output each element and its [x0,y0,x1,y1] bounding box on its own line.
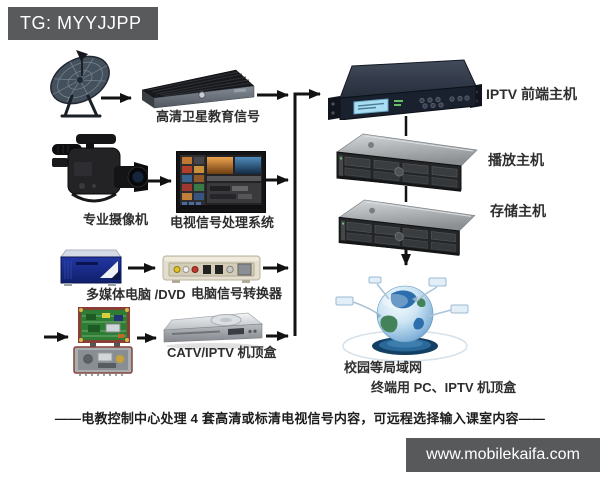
header-badge-text: TG: MYYJJPP [20,13,142,33]
watermark-bar: www.mobilekaifa.com [406,438,600,472]
bottom-caption: ——电教控制中心处理 4 套高清或标清电视信号内容，可远程选择输入课室内容—— [54,411,546,426]
label-catv-iptv-stb: CATV/IPTV 机顶盒 [167,345,277,360]
label-terminal-devices: 终端用 PC、IPTV 机顶盒 [371,380,517,395]
editing-monitor-icon [176,151,266,213]
label-hd-satellite-signal: 高清卫星教育信号 [156,109,261,124]
label-pro-camera: 专业摄像机 [83,212,149,227]
iptv-headend-server-icon [328,59,482,120]
label-pc-signal-converter: 电脑信号转换器 [191,286,283,301]
watermark-url: www.mobilekaifa.com [426,446,580,463]
storage-server-icon [338,199,476,256]
optical-receiver-icon [73,307,133,376]
set-top-box-icon [163,312,263,349]
label-storage-host: 存储主机 [490,203,546,219]
playback-server-icon [336,133,478,192]
satellite-dish-icon [50,50,110,118]
signal-converter-icon [162,255,261,283]
label-tv-signal-processing: 电视信号处理系统 [170,215,275,230]
label-campus-lan: 校园等局域网 [344,360,423,375]
satellite-receiver-icon [141,69,255,109]
header-badge: TG: MYYJJPP [8,7,158,40]
label-playback-host: 播放主机 [488,152,544,168]
network-globe-icon [335,276,469,362]
label-iptv-frontend-host: IPTV 前端主机 [486,86,578,102]
label-multimedia-pc-dvd: 多媒体电脑 /DVD [86,287,186,302]
camcorder-icon [52,134,148,203]
multimedia-computer-icon [60,249,122,286]
